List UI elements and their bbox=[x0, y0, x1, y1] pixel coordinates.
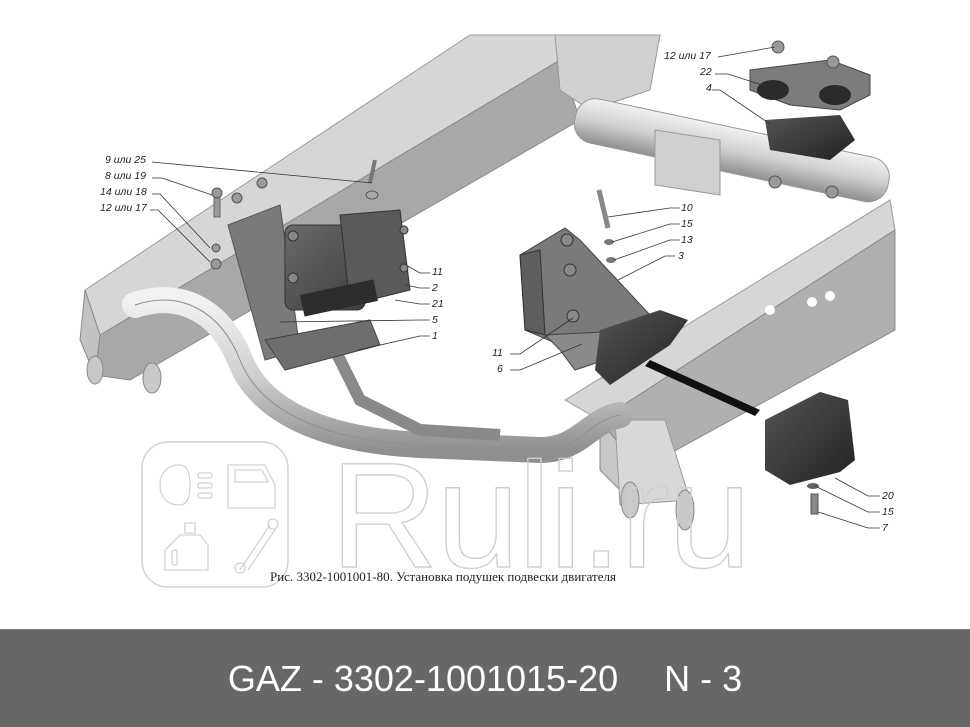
quantity-label: N - 3 bbox=[664, 657, 743, 699]
callout-21: 21 bbox=[432, 298, 444, 310]
diagram-canvas: 9 или 25 8 или 19 14 или 18 12 или 17 12… bbox=[79, 34, 896, 591]
shock-absorber-icon bbox=[234, 518, 279, 574]
left-engine-mount bbox=[227, 204, 411, 371]
car-door-icon bbox=[227, 464, 276, 509]
engine-mount-assembly-drawing bbox=[79, 34, 896, 531]
callout-15-top: 15 bbox=[681, 218, 693, 230]
left-rail-bolts bbox=[210, 159, 379, 270]
center-bracket bbox=[519, 189, 688, 385]
rear-engine-mount bbox=[749, 40, 871, 199]
callout-12-or-17-top: 12 или 17 bbox=[664, 50, 711, 62]
callout-10: 10 bbox=[681, 202, 693, 214]
callout-15-bottom: 15 bbox=[882, 506, 894, 518]
callout-13: 13 bbox=[681, 234, 693, 246]
callout-11-left: 11 bbox=[432, 266, 443, 278]
oil-bottle-icon bbox=[164, 522, 209, 571]
callout-8-or-19: 8 или 19 bbox=[105, 170, 146, 182]
callout-22: 22 bbox=[700, 66, 712, 78]
callout-6: 6 bbox=[497, 363, 503, 375]
callout-20: 20 bbox=[882, 490, 894, 502]
watermark-logo bbox=[141, 441, 289, 588]
callout-3: 3 bbox=[678, 250, 684, 262]
left-frame-rail bbox=[79, 34, 581, 394]
callout-11-mid: 11 bbox=[492, 347, 503, 359]
rear-cross-member bbox=[554, 34, 890, 203]
callout-5: 5 bbox=[432, 314, 438, 326]
part-number: GAZ - 3302-1001015-20 bbox=[227, 657, 619, 699]
callout-14-or-18: 14 или 18 bbox=[100, 186, 147, 198]
callout-4: 4 bbox=[706, 82, 712, 94]
leader-lines bbox=[150, 46, 880, 529]
callout-12-or-17-left: 12 или 17 bbox=[100, 202, 147, 214]
exploded-engine-mount-cushion bbox=[645, 360, 855, 515]
callout-9-or-25: 9 или 25 bbox=[105, 154, 146, 166]
part-info-footer: GAZ - 3302-1001015-20 N - 3 bbox=[0, 629, 970, 727]
figure-caption: Рис. 3302-1001001-80. Установка подушек … bbox=[270, 569, 616, 584]
headlight-icon bbox=[159, 464, 213, 506]
callout-7: 7 bbox=[882, 522, 888, 534]
callout-2: 2 bbox=[432, 282, 438, 294]
callout-1: 1 bbox=[432, 330, 438, 342]
